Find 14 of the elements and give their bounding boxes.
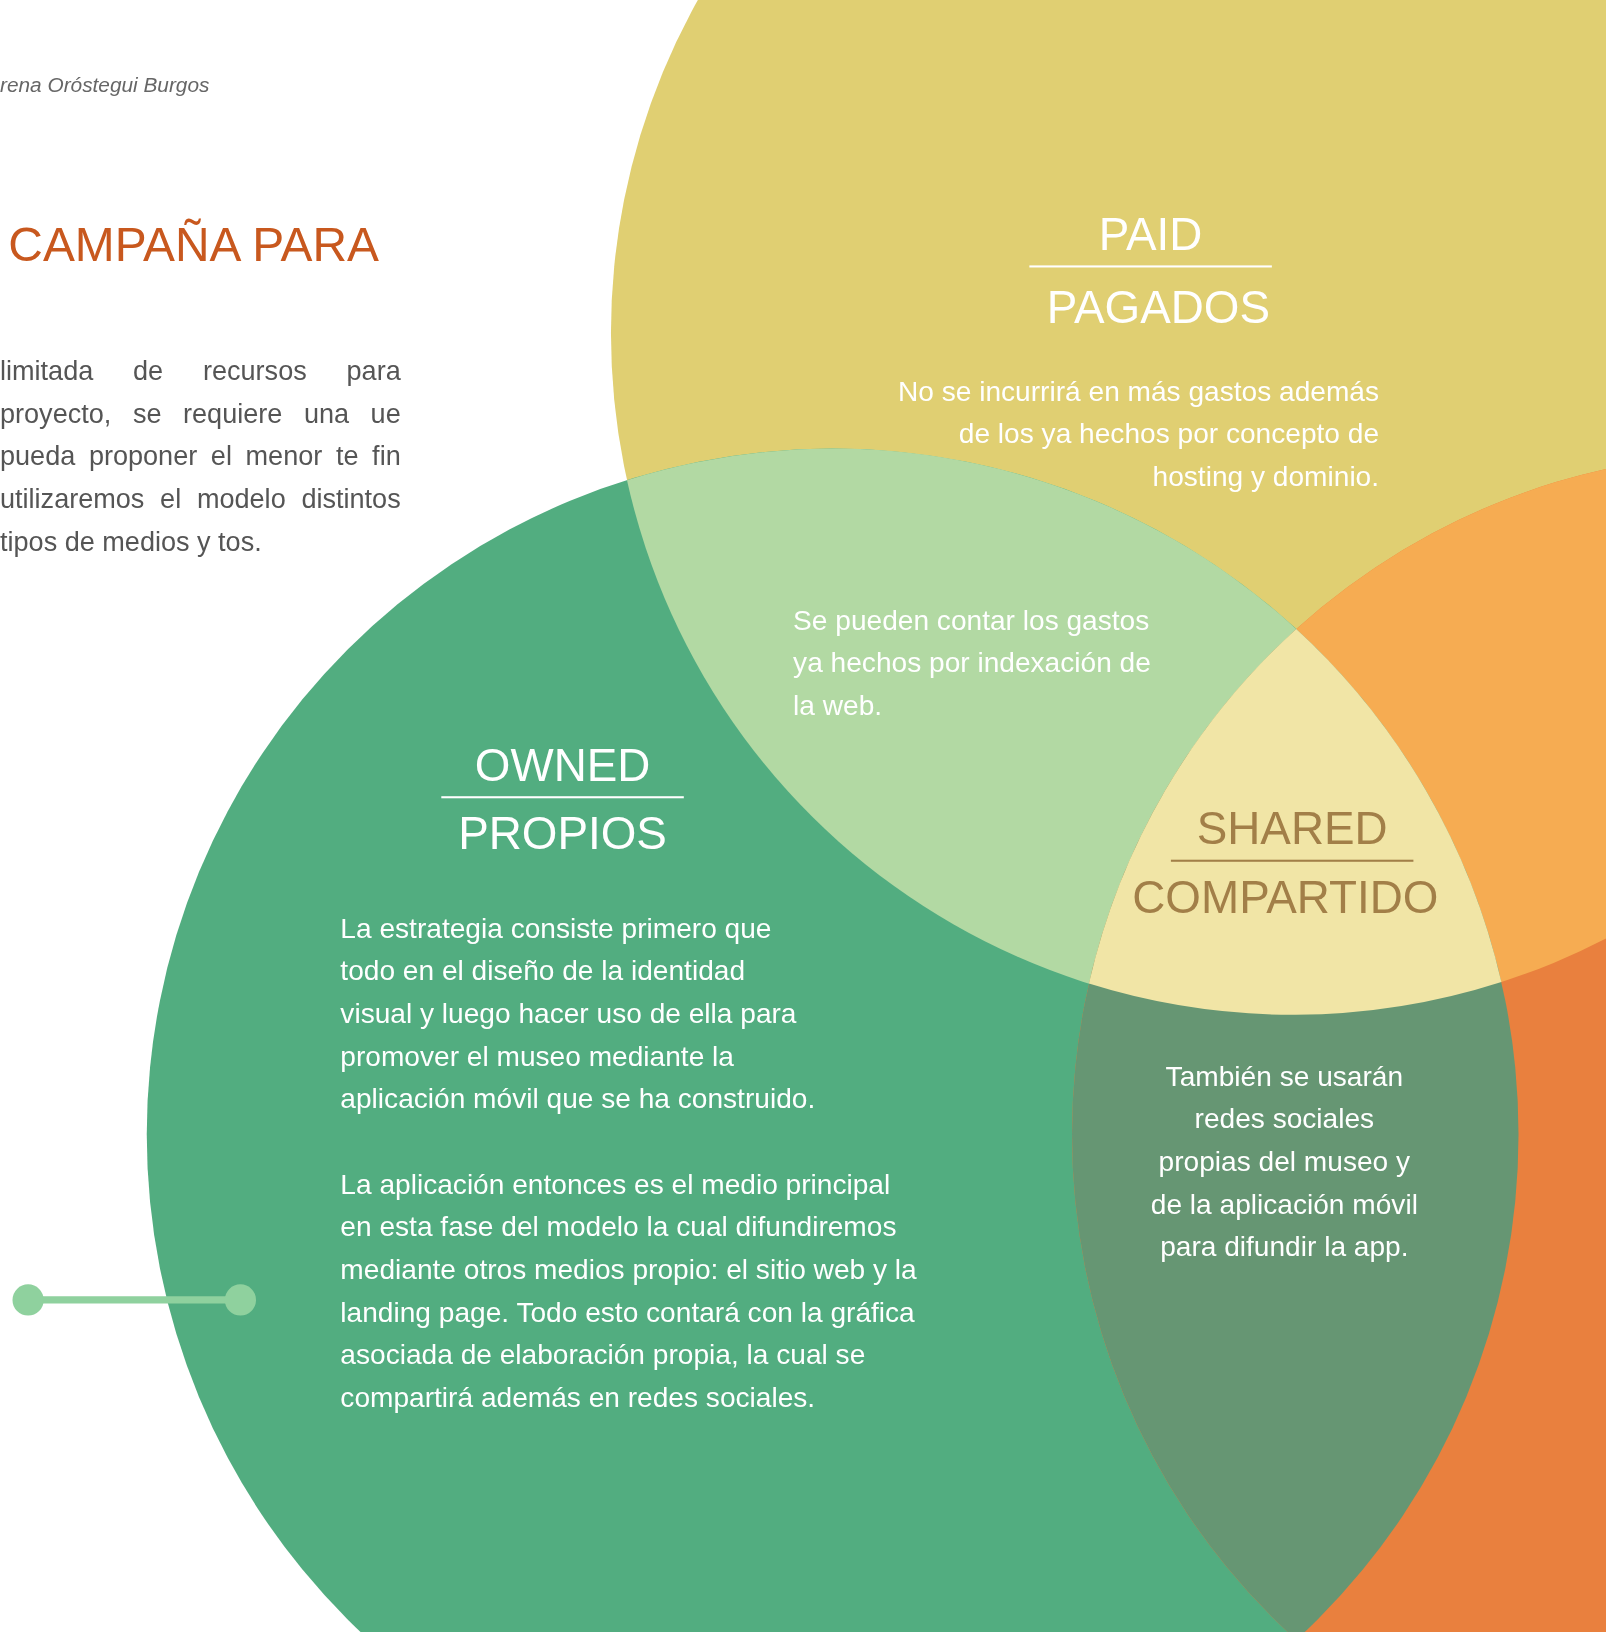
body-paragraph: limitada de recursos para proyecto, se requiere una ue pueda proponer el menor te fin utilizaremos el modelo distintos tipos de medios y tos. (0, 353, 401, 559)
region-description: También se usarán redes sociales propias del museo y de la aplicación móvil para difundir la app. (1149, 1059, 1419, 1265)
region-heading: PAID (1029, 204, 1272, 268)
region-heading: OWNED (441, 734, 684, 799)
region-description: La estrategia consiste primero que todo en el diseño de la identidad visual y luego hacer uso de ella para promover el museo mediante la aplicación móvil que se ha construido. (340, 911, 817, 1117)
region-subheading: PAGADOS (1045, 280, 1271, 334)
region-subheading: PROPIOS (457, 806, 668, 861)
region-heading: SHARED (1170, 798, 1414, 862)
region-subheading: COMPARTIDO (1131, 870, 1440, 925)
region-description: La aplicación entonces es el medio principal en esta fase del modelo la cual difundiremos mediante otros medios propio: el sitio web y la landing page. Todo esto contará con la gráfica asociada de elaboración propia, la cual se compartirá además en redes sociales. (340, 1167, 918, 1416)
region-description: No se incurrirá en más gastos además de los ya hechos por concepto de hosting y dominio. (897, 374, 1380, 495)
page-heading: CAMPAÑA PARA (8, 216, 380, 273)
author-name: rena Oróstegui Burgos (0, 72, 211, 97)
region-description: Se pueden contar los gastos ya hechos por indexación de la web. (793, 603, 1152, 724)
